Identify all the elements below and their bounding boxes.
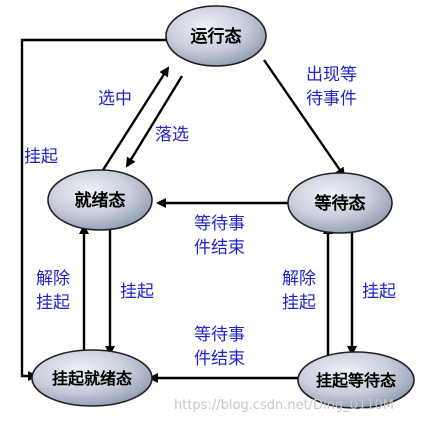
- state-suspended-waiting: 挂起等待态: [297, 351, 415, 409]
- state-ready: 就绪态: [47, 169, 153, 231]
- state-suspended-ready-label: 挂起就绪态: [52, 369, 132, 388]
- label-unsuspend-wait-line1: 解除: [282, 269, 316, 289]
- state-suspended-waiting-label: 挂起等待态: [316, 371, 396, 390]
- edge-running-to-waiting: [263, 59, 346, 178]
- state-running: 运行态: [165, 5, 267, 67]
- state-waiting: 等待态: [287, 172, 393, 234]
- label-unsuspend-ready-line2: 挂起: [36, 293, 70, 313]
- label-drop: 落选: [155, 125, 189, 145]
- label-event-done-1-line1: 等待事: [194, 214, 245, 234]
- state-running-label: 运行态: [191, 26, 242, 47]
- state-waiting-label: 等待态: [315, 193, 366, 214]
- label-suspend-wait: 挂起: [362, 282, 396, 302]
- label-event-done-2-line2: 件结束: [194, 349, 245, 369]
- label-select: 选中: [98, 89, 132, 109]
- label-event-done-2-line1: 等待事: [194, 325, 245, 345]
- label-wait-event-line2: 待事件: [306, 89, 357, 109]
- label-suspend-left: 挂起: [24, 147, 58, 167]
- label-suspend-ready: 挂起: [120, 282, 154, 302]
- label-unsuspend-wait-line2: 挂起: [282, 293, 316, 313]
- label-unsuspend-ready-line1: 解除: [36, 269, 70, 289]
- edge-ready-to-running: [101, 66, 170, 171]
- state-suspended-ready: 挂起就绪态: [31, 349, 153, 407]
- edge-running-to-suspended-ready: [20, 38, 170, 381]
- label-event-done-1-line2: 件结束: [194, 238, 245, 258]
- label-wait-event-line1: 出现等: [306, 65, 357, 85]
- state-ready-label: 就绪态: [75, 190, 126, 211]
- edge-running-to-ready: [125, 75, 184, 168]
- watermark-text: https://blog.csdn.net/Ding_0110M: [174, 398, 394, 413]
